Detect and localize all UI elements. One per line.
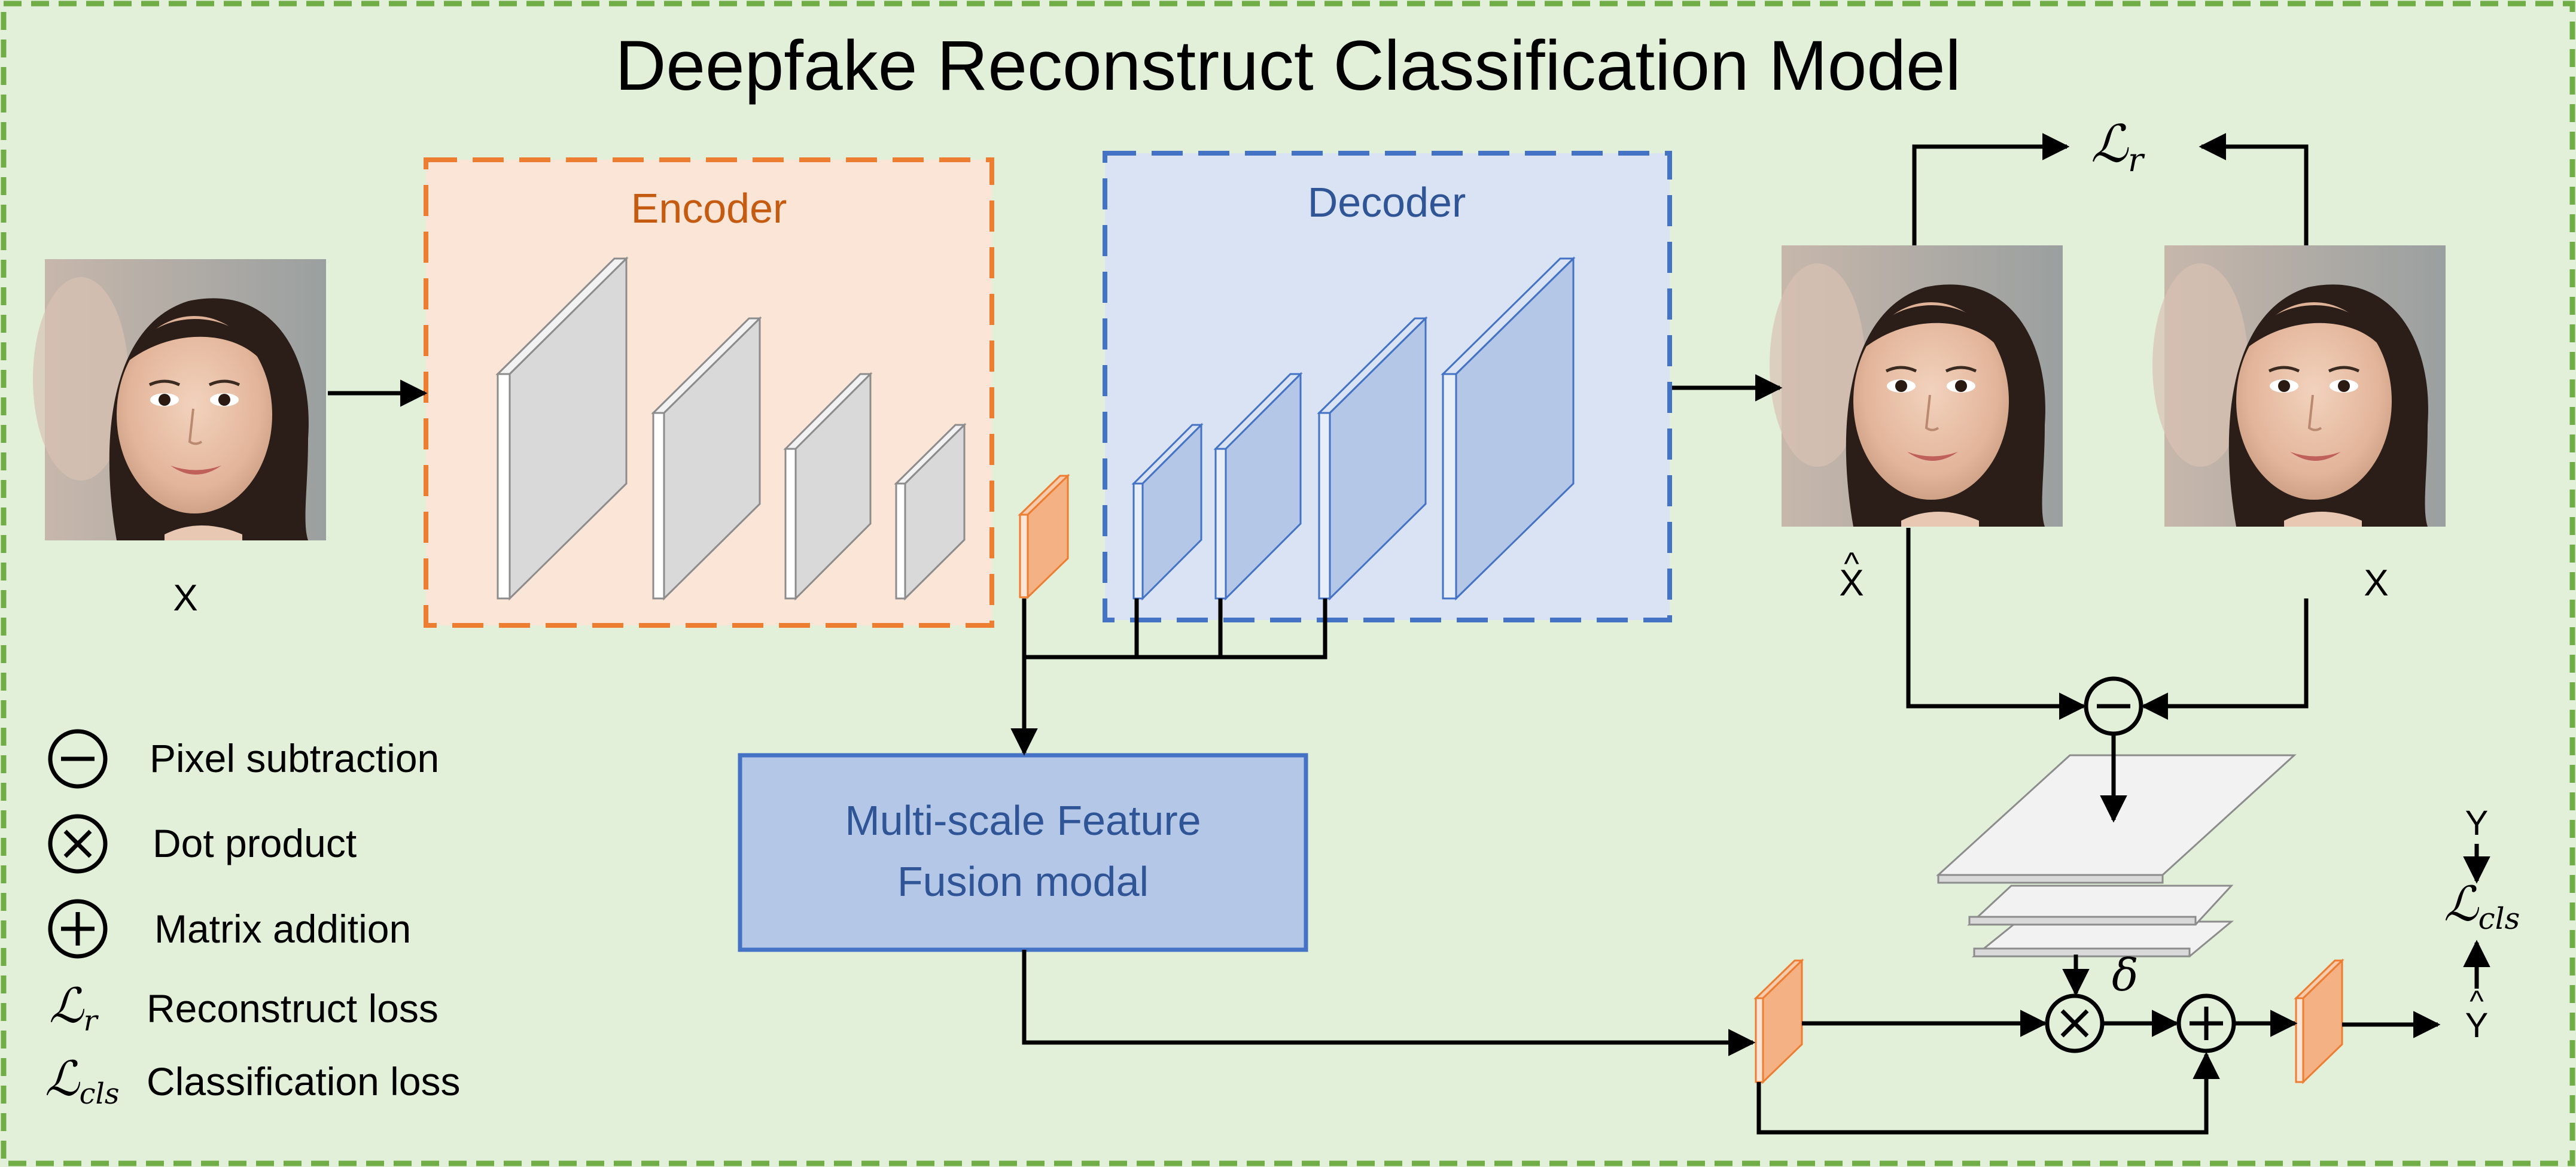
fusion-module-label-line2: Fusion modal [897,858,1149,905]
legend: Pixel subtraction Dot product Matrix add… [45,729,461,1111]
fusion-module-label-line1: Multi-scale Feature [845,797,1201,844]
encoder-layer-1 [495,256,629,601]
decoder-label: Decoder [1308,179,1466,226]
legend-item-subtraction: Pixel subtraction [48,729,439,789]
input-face-image [33,259,326,540]
delta-label: δ [2112,950,2139,1001]
legend-item-addition: Matrix addition [48,899,411,959]
fusion-module-box [738,753,1308,952]
encoder-layer-4 [894,423,967,601]
circle-minus-icon [48,729,108,789]
pixel-subtraction-operator [2084,676,2143,736]
original-image-label: X [2364,563,2388,604]
reconstructed-image-hat: ^ [1844,546,1859,582]
svg-text:ℒcls: ℒcls [2444,876,2520,936]
latent-feature [1018,473,1070,600]
dot-product-operator [2045,993,2105,1053]
label-y-hat: Y [2465,1006,2489,1045]
page-title: Deepfake Reconstruct Classification Mode… [615,26,1961,105]
encoder-layer-3 [783,372,873,601]
original-face-image [2152,245,2446,527]
fused-feature-map [1753,958,1804,1084]
encoder-label: Encoder [631,185,787,232]
circle-plus-icon [48,899,108,959]
svg-text:ℒr: ℒr [2091,114,2145,179]
reconstruct-loss: ℒr [2091,114,2145,179]
classification-loss: ℒcls [2444,876,2520,936]
label-y: Y [2465,804,2489,843]
loss-cls-symbol: ℒcls [45,1051,120,1111]
legend-item-dot-product: Dot product [48,814,357,874]
legend-text-classification-loss: Classification loss [147,1059,461,1104]
decoder-layer-4 [1441,256,1576,601]
circle-times-icon [48,814,108,874]
decoder-layer-2 [1213,372,1303,601]
legend-item-reconstruct-loss: ℒr Reconstruct loss [49,978,439,1038]
legend-text-reconstruct-loss: Reconstruct loss [147,986,439,1031]
label-y-hat-caret: ^ [2470,984,2484,1018]
legend-text-subtraction: Pixel subtraction [150,736,439,780]
input-image-label: X [173,578,197,619]
legend-item-classification-loss: ℒcls Classification loss [45,1051,461,1111]
output-feature-map [2294,958,2344,1084]
reconstructed-image-label: X [1839,563,1864,604]
encoder-layer-2 [651,316,762,601]
legend-text-addition: Matrix addition [154,907,411,951]
loss-r-symbol: ℒr [49,978,99,1038]
matrix-addition-operator [2176,993,2236,1053]
connectors [328,133,2490,1135]
reconstructed-face-image [1770,245,2063,527]
legend-text-dot-product: Dot product [153,821,357,865]
decoder-layer-1 [1131,423,1204,601]
